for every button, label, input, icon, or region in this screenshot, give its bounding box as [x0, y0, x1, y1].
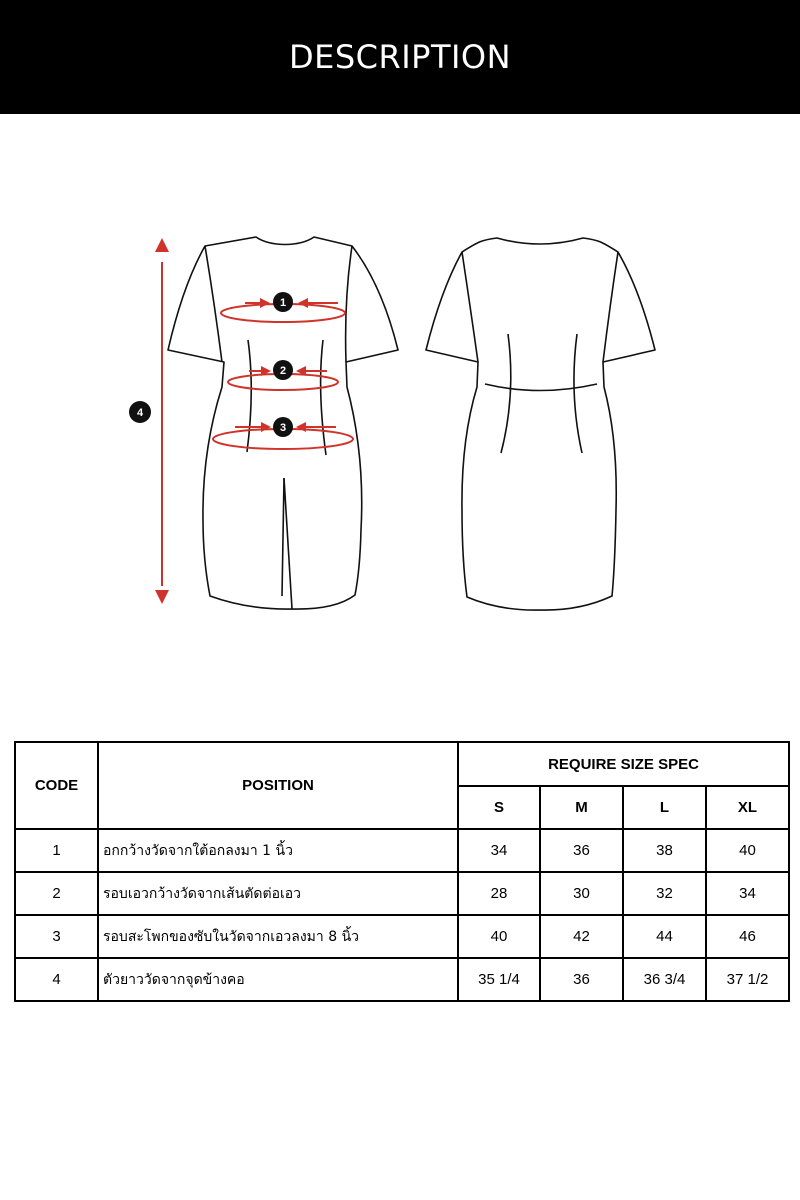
- row-value-xl: 46: [705, 914, 790, 959]
- header-size-xl: XL: [705, 785, 790, 830]
- header-size-s: S: [457, 785, 541, 830]
- row-position: รอบสะโพกของซับในวัดจากเอวลงมา 8 นิ้ว: [97, 914, 459, 959]
- row-code: 1: [14, 828, 99, 873]
- dress-front: [167, 236, 399, 610]
- row-value-l: 38: [622, 828, 707, 873]
- table-row: 2 รอบเอวกว้างวัดจากเส้นตัดต่อเอว 28 30 3…: [14, 871, 790, 916]
- table-row: 1 อกกว้างวัดจากใต้อกลงมา 1 นิ้ว 34 36 38…: [14, 828, 790, 873]
- marker-3: 3: [273, 417, 293, 437]
- header-size-spec: REQUIRE SIZE SPEC: [457, 741, 790, 787]
- row-value-s: 40: [457, 914, 541, 959]
- row-value-s: 34: [457, 828, 541, 873]
- marker-2: 2: [273, 360, 293, 380]
- svg-text:3: 3: [280, 422, 286, 434]
- table-row: 4 ตัวยาววัดจากจุดข้างคอ 35 1/4 36 36 3/4…: [14, 957, 790, 1002]
- row-value-l: 32: [622, 871, 707, 916]
- page-title: DESCRIPTION: [288, 38, 512, 76]
- header-size-m: M: [539, 785, 624, 830]
- svg-text:1: 1: [280, 297, 286, 309]
- row-position: ตัวยาววัดจากจุดข้างคอ: [97, 957, 459, 1002]
- header-code: CODE: [14, 741, 99, 830]
- garment-diagram: 1 2 3 4: [0, 114, 800, 734]
- marker-1: 1: [273, 292, 293, 312]
- dress-back: [425, 237, 656, 611]
- row-value-s: 35 1/4: [457, 957, 541, 1002]
- table-row: 3 รอบสะโพกของซับในวัดจากเอวลงมา 8 นิ้ว 4…: [14, 914, 790, 959]
- row-value-m: 36: [539, 828, 624, 873]
- row-value-xl: 40: [705, 828, 790, 873]
- header-bar: DESCRIPTION: [0, 0, 800, 114]
- row-position: รอบเอวกว้างวัดจากเส้นตัดต่อเอว: [97, 871, 459, 916]
- svg-text:2: 2: [280, 365, 286, 377]
- row-code: 4: [14, 957, 99, 1002]
- marker-4: 4: [129, 401, 151, 423]
- dress-illustration: 1 2 3 4: [129, 236, 656, 611]
- svg-text:4: 4: [137, 407, 144, 419]
- row-code: 2: [14, 871, 99, 916]
- header-position: POSITION: [97, 741, 459, 830]
- row-value-m: 36: [539, 957, 624, 1002]
- size-spec-table: CODE POSITION REQUIRE SIZE SPEC S M L XL…: [14, 741, 790, 1002]
- row-value-s: 28: [457, 871, 541, 916]
- row-value-m: 30: [539, 871, 624, 916]
- row-value-l: 36 3/4: [622, 957, 707, 1002]
- row-value-l: 44: [622, 914, 707, 959]
- header-size-l: L: [622, 785, 707, 830]
- row-position: อกกว้างวัดจากใต้อกลงมา 1 นิ้ว: [97, 828, 459, 873]
- row-value-xl: 37 1/2: [705, 957, 790, 1002]
- row-code: 3: [14, 914, 99, 959]
- row-value-m: 42: [539, 914, 624, 959]
- row-value-xl: 34: [705, 871, 790, 916]
